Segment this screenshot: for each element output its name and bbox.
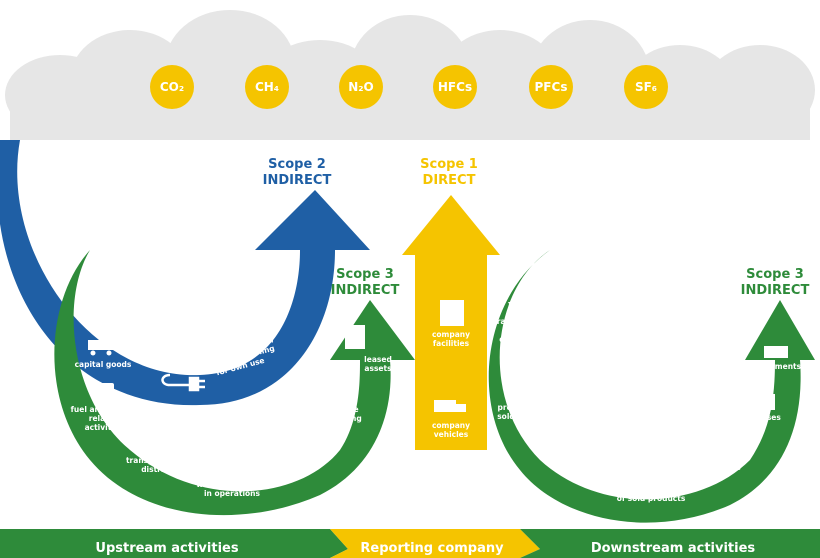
fuel-barrel-icon [100, 383, 114, 401]
factory-icon [515, 364, 535, 386]
gas-co2: CO₂ [150, 65, 194, 109]
svg-text:transportation and: transportation and [126, 456, 206, 465]
svg-text:distribution: distribution [141, 465, 191, 474]
plug-icon [161, 373, 205, 392]
svg-text:commuting: commuting [314, 414, 361, 423]
gas-n2o: N₂O [339, 65, 383, 109]
svg-text:employee: employee [317, 405, 358, 414]
downstream-item-transportation: transportation and distribution [493, 296, 555, 344]
gas-pfcs: PFCs [529, 65, 573, 109]
upstream-item-purchased-goods: purchased goods and services [82, 248, 126, 322]
truck-icon [434, 400, 466, 412]
building-icon [345, 325, 365, 349]
svg-text:goods and: goods and [82, 304, 126, 313]
airplane-icon [285, 435, 307, 457]
svg-text:travel: travel [284, 468, 309, 477]
svg-text:of sold products: of sold products [617, 494, 686, 503]
truck-icon [88, 340, 114, 356]
downstream-item-end-of-life: end-of-life treatment of sold products [606, 460, 696, 503]
scope2-title-line2: INDIRECT [263, 173, 332, 188]
svg-text:capital goods: capital goods [75, 360, 132, 369]
activity-bar: Upstream activities Reporting company Do… [0, 529, 820, 558]
svg-text:sold products: sold products [497, 412, 555, 421]
downstream-item-investments: investments [749, 346, 802, 371]
storefront-icon [755, 394, 775, 410]
svg-text:use of: use of [575, 445, 602, 454]
svg-text:investments: investments [749, 362, 802, 371]
scope3-downstream-title-line2: INDIRECT [741, 283, 810, 298]
svg-text:business: business [277, 459, 315, 468]
scope3-upstream-title-line2: INDIRECT [331, 283, 400, 298]
downstream-item-processing: processing of sold products [497, 364, 555, 421]
upstream-item-waste: waste generated in operations [196, 455, 268, 498]
building-icon [715, 432, 735, 456]
scope1-title-line1: Scope 1 [420, 157, 478, 172]
gas-circles: CO₂ CH₄ N₂O HFCs PFCs SF₆ [150, 65, 668, 109]
svg-text:products: products [569, 463, 607, 472]
svg-text:leased: leased [364, 355, 392, 364]
svg-text:transportation: transportation [493, 317, 555, 326]
upstream-item-business-travel: business travel [277, 435, 315, 477]
scope1-item-facilities-line1: company [432, 330, 470, 339]
building-icon [440, 300, 464, 326]
downstream-item-franchises: franchises [737, 394, 781, 422]
scope1-item-vehicles-line1: company [432, 421, 470, 430]
scope2-title-line1: Scope 2 [268, 157, 326, 172]
svg-text:services: services [87, 313, 122, 322]
scope1-title-line2: DIRECT [423, 173, 476, 188]
ship-icon [145, 437, 185, 452]
scope1-arrow: company facilities company vehicles [402, 195, 500, 450]
svg-text:leased assets: leased assets [683, 463, 741, 472]
svg-text:SF₆: SF₆ [635, 80, 657, 94]
svg-text:CH₄: CH₄ [255, 80, 279, 94]
downstream-bar-segment [520, 529, 820, 558]
upstream-item-transportation: transportation and distribution [126, 437, 206, 474]
gas-sf6: SF₆ [624, 65, 668, 109]
reporting-bar-label: Reporting company [360, 541, 504, 556]
waste-bin-icon [222, 455, 240, 473]
recycle-bin-icon [642, 460, 660, 478]
factory-icon [98, 248, 120, 280]
cloud-band [5, 10, 815, 140]
gas-ch4: CH₄ [245, 65, 289, 109]
ship-icon [508, 296, 545, 310]
svg-text:activities: activities [85, 423, 124, 432]
upstream-item-leased-assets: leased assets [345, 325, 392, 373]
scope3-downstream-title-line1: Scope 3 [746, 267, 804, 282]
upstream-item-employee-commuting: employee commuting [314, 386, 362, 423]
svg-text:in operations: in operations [204, 489, 261, 498]
svg-text:fuel and energy: fuel and energy [71, 405, 138, 414]
train-icon [325, 386, 351, 398]
svg-text:related: related [89, 414, 119, 423]
svg-text:HFCs: HFCs [438, 80, 472, 94]
svg-text:sold: sold [579, 454, 597, 463]
lightbulb-icon [549, 436, 565, 459]
upstream-item-fuel-energy: fuel and energy related activities [71, 383, 138, 432]
gas-hfcs: HFCs [433, 65, 477, 109]
downstream-item-use: use of sold products [549, 436, 607, 472]
svg-text:assets: assets [364, 364, 392, 373]
svg-text:CO₂: CO₂ [160, 80, 184, 94]
svg-text:end-of-life treatment: end-of-life treatment [606, 485, 696, 494]
svg-text:N₂O: N₂O [348, 80, 374, 94]
svg-text:and: and [516, 326, 532, 335]
svg-text:PFCs: PFCs [535, 80, 568, 94]
downstream-item-leased-assets: leased assets [683, 432, 741, 472]
upstream-bar-segment [0, 529, 348, 558]
scope1-item-vehicles-line2: vehicles [434, 430, 469, 439]
money-icon [764, 346, 788, 358]
reporting-bar-segment [330, 529, 540, 558]
svg-text:franchises: franchises [737, 413, 781, 422]
downstream-bar-label: Downstream activities [591, 541, 756, 556]
svg-text:purchased: purchased [82, 295, 126, 304]
svg-text:waste generated: waste generated [196, 480, 267, 489]
svg-text:processing of: processing of [498, 403, 556, 412]
upstream-item-capital-goods: capital goods [75, 340, 132, 369]
scope3-upstream-title-line1: Scope 3 [336, 267, 394, 282]
upstream-bar-label: Upstream activities [95, 541, 238, 556]
svg-text:distribution: distribution [499, 335, 549, 344]
scope1-item-facilities-line2: facilities [433, 339, 470, 348]
